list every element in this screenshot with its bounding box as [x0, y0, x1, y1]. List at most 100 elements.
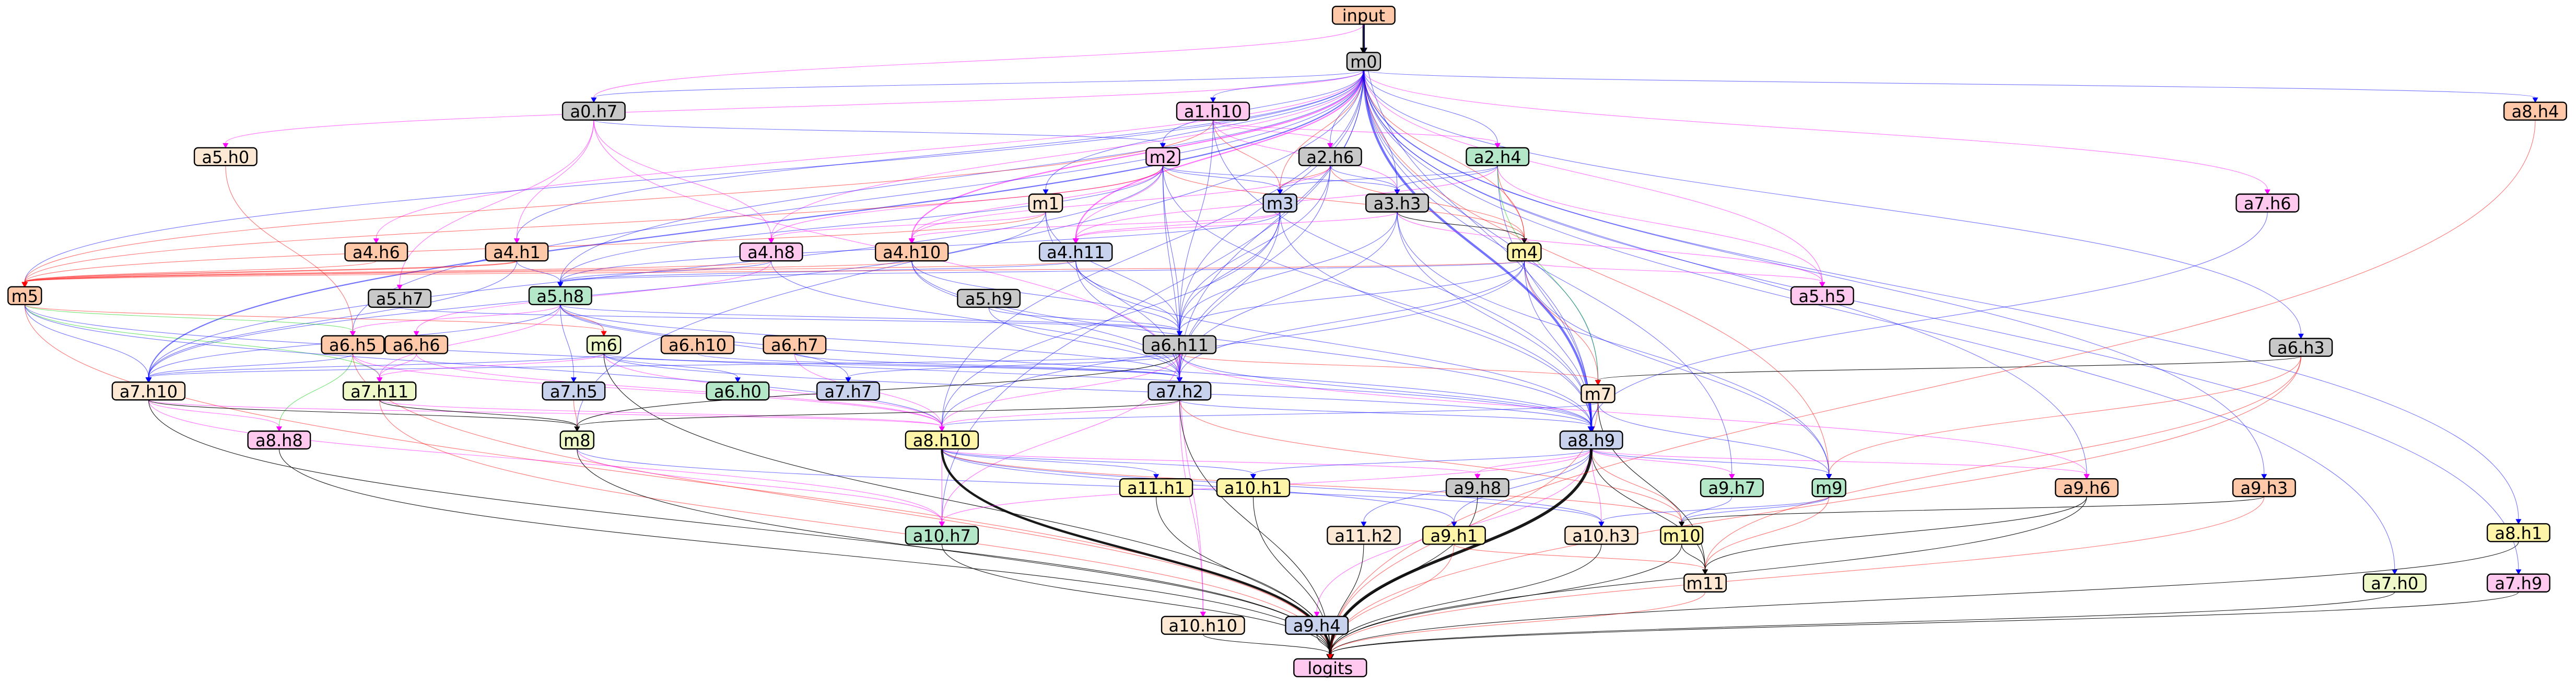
edge-line [1330, 592, 1706, 654]
node-a4-h10: a4.h10 [874, 242, 949, 262]
node-label: m8 [564, 431, 591, 450]
node-label: a1.h10 [1184, 102, 1242, 122]
edge-line [1212, 120, 1281, 190]
node-a8-h8: a8.h8 [247, 430, 311, 450]
edge-m9-to-m10 [1679, 496, 1830, 527]
edge-m0-to-a5.h0 [223, 70, 1364, 148]
edge-line [1497, 165, 1823, 282]
node-a8-h9: a8.h9 [1559, 430, 1623, 450]
edge-line [148, 353, 604, 378]
node-label: a7.h7 [825, 381, 872, 401]
edge-line [1280, 165, 1498, 190]
edge-a8.h9-to-a9.h8 [1474, 448, 1592, 480]
edge-m0-to-a6.h3 [1363, 70, 2304, 339]
edge-line [911, 165, 1331, 239]
edge-line [24, 260, 1525, 283]
edge-a7.h2-to-a8.h10 [939, 399, 1180, 432]
edge-arrowhead [1361, 522, 1367, 527]
node-box [1327, 526, 1401, 545]
edge-line [941, 448, 1331, 654]
edge-line [603, 353, 942, 427]
node-a7-h2: a7.h2 [1148, 381, 1212, 401]
edge-line [1280, 212, 1592, 426]
edge-a8.h10-to-m10 [941, 448, 1685, 527]
node-box [321, 335, 385, 354]
node-m5: m5 [7, 286, 42, 306]
edge-line [577, 448, 1331, 654]
edge-a4.h10-to-a6.h11 [911, 261, 1182, 337]
edge-line [1330, 592, 2395, 654]
edge-arrowhead [2083, 474, 2090, 480]
edge-line [1591, 448, 1732, 474]
edge-line [1179, 399, 1592, 427]
edge-arrowhead [2515, 569, 2522, 575]
node-label: m6 [590, 335, 617, 355]
node-a11-h1: a11.h1 [1119, 478, 1193, 498]
edge-a3.h3-to-m4 [1397, 212, 1528, 244]
edge-line [148, 400, 1331, 654]
edge-line [416, 261, 772, 331]
edge-line [379, 353, 417, 378]
edge-line [1363, 70, 2301, 334]
edge-arrowhead [513, 238, 520, 244]
node-m0: m0 [1346, 52, 1381, 72]
edge-arrowhead [2261, 474, 2267, 480]
node-label: a8.h1 [2495, 523, 2543, 543]
edge-arrowhead [1160, 143, 1166, 148]
edge-m0-to-a7.h6 [1363, 70, 2270, 195]
edge-line [911, 70, 1364, 239]
edge-m5-to-m6 [24, 304, 607, 337]
edge-m0-to-a4.h1 [513, 70, 1364, 244]
node-label: m3 [1267, 193, 1294, 213]
edge-line [1397, 212, 1525, 239]
edge-arrowhead [574, 426, 580, 432]
node-label: a9.h7 [1708, 478, 1755, 498]
edge-line [148, 70, 1364, 378]
node-label: m9 [1816, 478, 1843, 498]
edge-line [1212, 70, 1364, 98]
edge-line [1316, 634, 1331, 654]
edge-line [1179, 400, 1682, 522]
edge-line [1179, 120, 1214, 331]
node-box [1285, 616, 1349, 635]
edge-line [1280, 70, 1364, 190]
node-label: a0.h7 [570, 102, 617, 122]
edge-line [1681, 544, 1706, 570]
edge-line [516, 120, 594, 239]
edge-line [1212, 120, 1498, 144]
node-label: m10 [1663, 526, 1701, 546]
node-a4-h6: a4.h6 [344, 242, 408, 262]
node-box [957, 288, 1021, 308]
node-a7-h5: a7.h5 [542, 381, 606, 401]
edge-line [1397, 165, 1498, 190]
node-box [1119, 478, 1193, 497]
edge-a6.h11-to-m7 [1179, 353, 1601, 386]
edge-line [1363, 70, 1830, 474]
edge-line [941, 448, 1682, 522]
edge-line [1202, 634, 1331, 655]
node-box [2235, 193, 2300, 213]
edge-line [24, 304, 149, 378]
edge-line [24, 304, 353, 332]
edge-line [1212, 120, 1331, 144]
node-label: m2 [1150, 147, 1177, 167]
edge-arrowhead [1210, 97, 1216, 103]
node-box [1145, 147, 1180, 167]
edge-line [1601, 496, 1830, 522]
node-a9-h3: a9.h3 [2232, 478, 2296, 498]
edge-m5-to-a8.h10 [24, 304, 945, 432]
node-label: a7.h9 [2495, 574, 2543, 594]
edge-line [24, 120, 1214, 282]
edge-a5.h7-to-a6.h11 [399, 307, 1182, 337]
edge-a8.h10-to-a9.h8 [941, 448, 1481, 480]
edge-arrowhead [1702, 569, 1708, 575]
edge-line [1162, 165, 1180, 331]
edge-a6.h11-to-a9.h6 [1179, 353, 2090, 480]
node-box [485, 242, 549, 262]
node-label: a4.h1 [493, 242, 541, 262]
edge-a5.h0-to-a6.h5 [225, 165, 356, 337]
edge-line [941, 448, 1157, 474]
edge-arrowhead [909, 238, 915, 244]
node-box [368, 288, 432, 308]
node-a5-h0: a5.h0 [193, 147, 257, 167]
